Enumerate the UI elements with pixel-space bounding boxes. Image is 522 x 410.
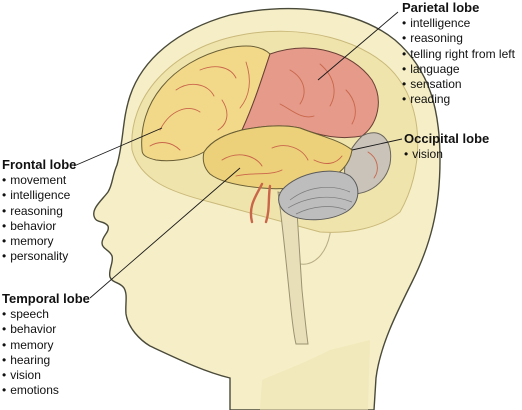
list-item: memory [2, 234, 76, 249]
blood-vessels [249, 182, 272, 224]
temporal-leader [89, 167, 241, 299]
list-item: telling right from left [402, 47, 515, 62]
list-item: memory [2, 338, 90, 353]
list-item: vision [2, 368, 90, 383]
frontal-lobe-title: Frontal lobe [2, 157, 77, 172]
parietal-lobe-title: Parietal lobe [402, 0, 480, 15]
list-item: behavior [2, 219, 76, 234]
list-item: sensation [402, 77, 515, 92]
list-item: hearing [2, 353, 90, 368]
neck [260, 340, 370, 410]
list-item: vision [404, 147, 489, 162]
cerebellum-folds [287, 187, 353, 215]
list-item: reasoning [2, 204, 76, 219]
occipital-lobe-functions: vision [404, 147, 489, 162]
occipital-leader [351, 138, 403, 151]
frontal-leader [73, 127, 163, 167]
list-item: emotions [2, 383, 90, 398]
list-item: language [402, 62, 515, 77]
frontal-lobe-label: Frontal lobe movement intelligence reaso… [2, 157, 76, 265]
list-item: reasoning [402, 31, 515, 46]
list-item: reading [402, 92, 515, 107]
list-item: personality [2, 249, 76, 264]
temporal-lobe-title: Temporal lobe [2, 291, 90, 306]
list-item: intelligence [402, 16, 515, 31]
list-item: behavior [2, 322, 90, 337]
list-item: movement [2, 173, 76, 188]
parietal-lobe-label: Parietal lobe intelligence reasoning tel… [402, 0, 515, 108]
parietal-lobe [241, 47, 379, 139]
brain-folds [149, 61, 378, 179]
brainstem [277, 191, 309, 345]
parietal-leader [317, 11, 399, 81]
list-item: speech [2, 307, 90, 322]
leader-lines [73, 11, 403, 299]
frontal-lobe-functions: movement intelligence reasoning behavior… [2, 173, 76, 265]
temporal-lobe-functions: speech behavior memory hearing vision em… [2, 307, 90, 399]
list-item: intelligence [2, 188, 76, 203]
temporal-lobe-label: Temporal lobe speech behavior memory hea… [2, 291, 90, 399]
parietal-lobe-functions: intelligence reasoning telling right fro… [402, 16, 515, 108]
occipital-lobe-title: Occipital lobe [404, 131, 490, 146]
occipital-lobe-label: Occipital lobe vision [404, 131, 489, 162]
